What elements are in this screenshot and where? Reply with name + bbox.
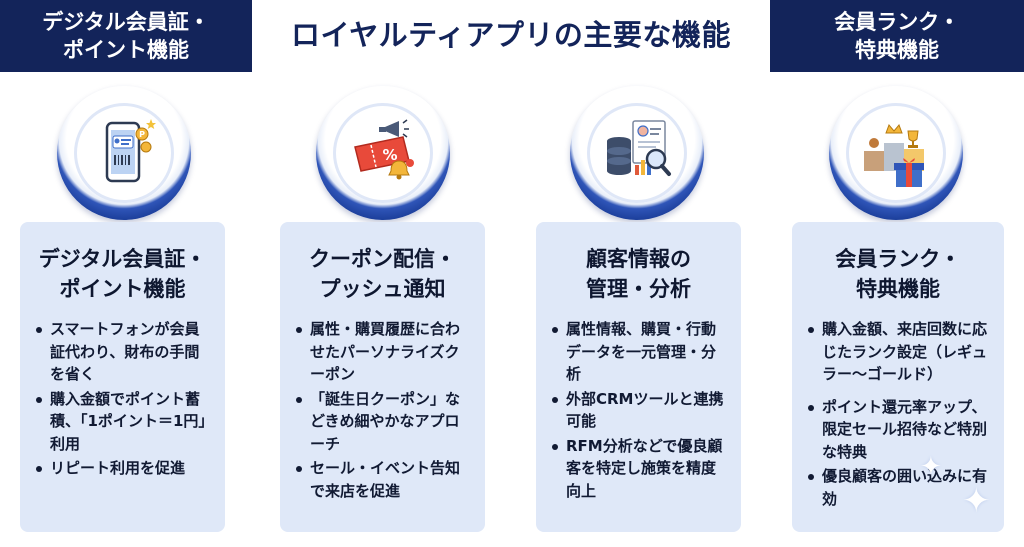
right-tag-line-1: 会員ランク・ (834, 10, 960, 34)
bullet-item: 「誕生日クーポン」などきめ細やかなアプローチ (294, 388, 473, 456)
card-title: 顧客情報の 管理・分析 (536, 244, 741, 304)
feature-card-1: デジタル会員証・ ポイント機能 スマートフォンが会員証代わり、財布の手間を省く … (20, 222, 225, 532)
card-title-line-1: デジタル会員証・ (38, 247, 207, 271)
card-title-line-2: ポイント機能 (59, 277, 186, 301)
customer-data-analysis-icon (607, 120, 671, 176)
bullet-item: セール・イベント告知で来店を促進 (294, 457, 473, 502)
svg-text:P: P (139, 130, 145, 139)
card-title: クーポン配信・ プッシュ通知 (280, 244, 485, 304)
bullet-list: 属性・購買履歴に合わせたパーソナライズクーポン 「誕生日クーポン」などきめ細やか… (294, 318, 473, 502)
feature-circle-4 (829, 86, 963, 220)
card-title: 会員ランク・ 特典機能 (792, 244, 1004, 304)
bullet-list: 属性情報、購買・行動データを一元管理・分析 外部CRMツールと連携可能 RFM分… (550, 318, 729, 502)
bullet-item: 優良顧客の囲い込みに有効 (806, 465, 992, 510)
card-title-line-1: クーポン配信・ (309, 247, 456, 271)
feature-circle-2: % (316, 86, 450, 220)
feature-circle-1: P (57, 86, 191, 220)
bullet-item: スマートフォンが会員証代わり、財布の手間を省く (34, 318, 213, 386)
left-tag-line-2: ポイント機能 (63, 38, 189, 62)
bullet-item: RFM分析などで優良顧客を特定し施策を精度向上 (550, 435, 729, 503)
rank-trophy-gift-icon (864, 124, 924, 187)
bullet-item: 属性・購買履歴に合わせたパーソナライズクーポン (294, 318, 473, 386)
coupon-megaphone-icon: % (354, 119, 414, 180)
card-title: デジタル会員証・ ポイント機能 (20, 244, 225, 304)
svg-text:%: % (382, 146, 397, 164)
bullet-item: 外部CRMツールと連携可能 (550, 388, 729, 433)
bullet-list: 購入金額、来店回数に応じたランク設定（レギュラー～ゴールド） ポイント還元率アッ… (806, 318, 992, 510)
card-title-line-2: 特典機能 (856, 277, 940, 301)
phone-membership-card-icon: P (105, 119, 156, 183)
page-title: ロイヤルティアプリの主要な機能 (291, 18, 731, 52)
card-title-line-2: 管理・分析 (586, 277, 691, 301)
card-title-line-1: 顧客情報の (586, 247, 691, 271)
card-title-line-1: 会員ランク・ (835, 247, 961, 271)
feature-card-2: クーポン配信・ プッシュ通知 属性・購買履歴に合わせたパーソナライズクーポン 「… (280, 222, 485, 532)
right-corner-tag: 会員ランク・ 特典機能 (770, 0, 1024, 72)
bullet-item: ポイント還元率アップ、限定セール招待など特別な特典 (806, 396, 992, 464)
card-title-line-2: プッシュ通知 (319, 277, 446, 301)
left-tag-line-1: デジタル会員証・ (42, 10, 210, 34)
bullet-item: リピート利用を促進 (34, 457, 213, 480)
right-tag-line-2: 特典機能 (855, 38, 939, 62)
feature-card-4: 会員ランク・ 特典機能 購入金額、来店回数に応じたランク設定（レギュラー～ゴール… (792, 222, 1004, 532)
feature-card-3: 顧客情報の 管理・分析 属性情報、購買・行動データを一元管理・分析 外部CRMツ… (536, 222, 741, 532)
bullet-list: スマートフォンが会員証代わり、財布の手間を省く 購入金額でポイント蓄積、「1ポイ… (34, 318, 213, 480)
feature-circle-3 (570, 86, 704, 220)
bullet-item: 属性情報、購買・行動データを一元管理・分析 (550, 318, 729, 386)
sparkle-icon: ✦ (920, 452, 942, 482)
bullet-item: 購入金額でポイント蓄積、「1ポイント＝1円」利用 (34, 388, 213, 456)
left-corner-tag: デジタル会員証・ ポイント機能 (0, 0, 252, 72)
bullet-item: 購入金額、来店回数に応じたランク設定（レギュラー～ゴールド） (806, 318, 992, 386)
sparkle-icon: ✦ (962, 481, 991, 521)
